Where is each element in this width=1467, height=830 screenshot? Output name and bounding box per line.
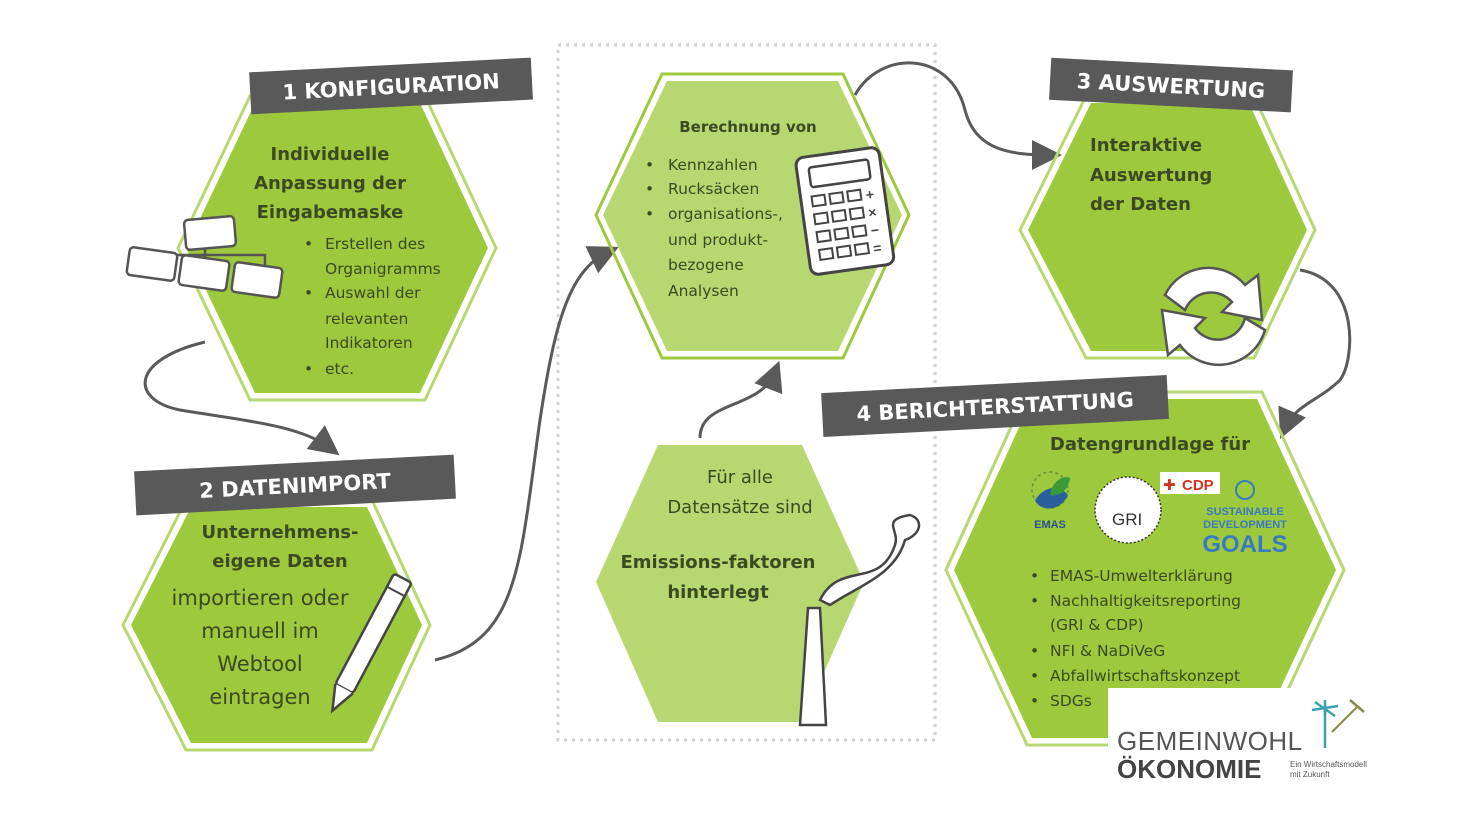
calc-content: Berechnung von • Kennzahlen • Rucksäcken •… bbox=[645, 118, 817, 300]
svg-text:Auswahl der: Auswahl der bbox=[325, 284, 421, 302]
refresh-icon bbox=[1160, 266, 1267, 367]
svg-text:DEVELOPMENT: DEVELOPMENT bbox=[1203, 519, 1287, 531]
svg-text:Ein Wirtschaftsmodell: Ein Wirtschaftsmodell bbox=[1290, 760, 1367, 769]
label-konfiguration: 1 KONFIGURATION bbox=[249, 57, 533, 115]
svg-text:Analysen: Analysen bbox=[668, 282, 739, 300]
svg-text:•: • bbox=[1030, 642, 1039, 660]
emas-logo: EMAS bbox=[1031, 471, 1070, 531]
svg-text:CDP: CDP bbox=[1182, 477, 1214, 494]
svg-text:der Daten: der Daten bbox=[1090, 194, 1191, 215]
org-chart-icon bbox=[125, 214, 284, 299]
hexagon-emissionen bbox=[596, 445, 864, 722]
step3-content: Interaktive Auswertung der Daten bbox=[1090, 135, 1212, 215]
svg-text:•: • bbox=[304, 360, 313, 378]
svg-text:•: • bbox=[1030, 567, 1039, 585]
svg-text:Individuelle: Individuelle bbox=[271, 144, 390, 165]
svg-text:GOALS: GOALS bbox=[1202, 531, 1287, 558]
arrow-calc-to-3 bbox=[853, 61, 1062, 170]
svg-text:•: • bbox=[304, 235, 313, 253]
svg-text:•: • bbox=[645, 205, 654, 223]
svg-text:NFI & NaDiVeG: NFI & NaDiVeG bbox=[1050, 642, 1165, 660]
svg-text:GEMEINWOHL: GEMEINWOHL bbox=[1117, 726, 1303, 756]
label-auswertung: 3 AUSWERTUNG bbox=[1049, 57, 1293, 113]
svg-text:Anpassung der: Anpassung der bbox=[254, 173, 406, 194]
svg-text:Abfallwirtschaftskonzept: Abfallwirtschaftskonzept bbox=[1050, 667, 1240, 685]
hexagon-berechnung bbox=[594, 72, 911, 360]
svg-text:Datensätze sind: Datensätze sind bbox=[667, 497, 812, 518]
gemeinwohl-oekonomie-logo: GEMEINWOHL ÖKONOMIE Ein Wirtschaftsmodel… bbox=[1108, 688, 1398, 798]
svg-text:+: + bbox=[865, 186, 875, 203]
svg-text:EMAS: EMAS bbox=[1034, 519, 1066, 531]
svg-text:×: × bbox=[867, 204, 877, 221]
pencil-icon bbox=[330, 573, 412, 714]
svg-text:•: • bbox=[645, 156, 654, 174]
step2-content: Unternehmens- eigene Daten importieren o… bbox=[172, 522, 359, 709]
svg-text:•: • bbox=[645, 180, 654, 198]
emissions-content: Für alle Datensätze sind Emissions-fakto… bbox=[620, 467, 815, 603]
svg-text:GRI: GRI bbox=[1112, 510, 1142, 529]
hexagon-konfiguration bbox=[176, 94, 498, 402]
label-berichterstattung: 4 BERICHTERSTATTUNG bbox=[821, 374, 1169, 438]
svg-text:Erstellen des: Erstellen des bbox=[325, 235, 425, 253]
svg-text:•: • bbox=[1030, 592, 1039, 610]
label-datenimport: 2 DATENIMPORT bbox=[134, 454, 456, 516]
svg-text:relevanten: relevanten bbox=[325, 310, 408, 328]
svg-text:ÖKONOMIE: ÖKONOMIE bbox=[1117, 754, 1261, 784]
svg-text:•: • bbox=[1030, 692, 1039, 710]
step1-content: Individuelle Anpassung der Eingabemaske … bbox=[254, 144, 441, 378]
svg-text:Interaktive: Interaktive bbox=[1090, 135, 1202, 156]
svg-text:etc.: etc. bbox=[325, 360, 354, 378]
svg-text:✚: ✚ bbox=[1163, 477, 1176, 494]
svg-text:SUSTAINABLE: SUSTAINABLE bbox=[1206, 506, 1283, 518]
svg-text:und produkt-: und produkt- bbox=[668, 231, 768, 249]
arrow-emissions-to-calc bbox=[698, 360, 783, 439]
svg-text:SDGs: SDGs bbox=[1050, 692, 1092, 710]
svg-text:manuell im: manuell im bbox=[201, 619, 319, 643]
gri-logo: GRI bbox=[1094, 476, 1162, 544]
svg-text:Organigramms: Organigramms bbox=[325, 260, 441, 278]
svg-text:organisations-,: organisations-, bbox=[668, 205, 783, 223]
arrow-2-to-calc bbox=[434, 246, 619, 662]
svg-text:Berechnung von: Berechnung von bbox=[679, 118, 817, 136]
svg-text:bezogene: bezogene bbox=[668, 256, 744, 274]
svg-text:−: − bbox=[870, 222, 880, 239]
svg-text:Indikatoren: Indikatoren bbox=[325, 334, 413, 352]
svg-text:eigene Daten: eigene Daten bbox=[212, 551, 347, 572]
svg-text:Emissions-faktoren: Emissions-faktoren bbox=[620, 552, 815, 573]
svg-text:Nachhaltigkeitsreporting: Nachhaltigkeitsreporting bbox=[1050, 592, 1241, 610]
svg-text:mit Zukunft: mit Zukunft bbox=[1290, 770, 1330, 779]
svg-text:(GRI & CDP): (GRI & CDP) bbox=[1050, 616, 1144, 634]
svg-text:EMAS-Umwelterklärung: EMAS-Umwelterklärung bbox=[1050, 567, 1233, 585]
svg-text:Für alle: Für alle bbox=[707, 467, 773, 488]
svg-text:Datengrundlage für: Datengrundlage für bbox=[1050, 434, 1250, 455]
svg-text:Eingabemaske: Eingabemaske bbox=[257, 202, 404, 223]
calculator-icon: + × − = bbox=[794, 146, 896, 276]
svg-text:Auswertung: Auswertung bbox=[1090, 165, 1212, 186]
svg-text:•: • bbox=[1030, 667, 1039, 685]
chimney-icon bbox=[798, 513, 921, 727]
svg-text:hinterlegt: hinterlegt bbox=[667, 582, 769, 603]
svg-text:•: • bbox=[304, 284, 313, 302]
svg-text:eintragen: eintragen bbox=[209, 685, 310, 709]
svg-text:importieren oder: importieren oder bbox=[172, 586, 349, 610]
cdp-logo: ✚ CDP bbox=[1160, 472, 1220, 494]
flow-arrows bbox=[143, 61, 1352, 662]
arrow-1-to-2 bbox=[143, 340, 340, 456]
step4-content: Datengrundlage für • EMAS-Umwelterklärung… bbox=[1030, 434, 1250, 710]
svg-text:Unternehmens-: Unternehmens- bbox=[202, 522, 359, 543]
svg-text:=: = bbox=[872, 239, 882, 256]
sdg-logo: SUSTAINABLE DEVELOPMENT GOALS bbox=[1202, 480, 1288, 558]
svg-text:Webtool: Webtool bbox=[217, 652, 303, 676]
svg-text:Rucksäcken: Rucksäcken bbox=[668, 180, 759, 198]
arrow-3-to-4 bbox=[1278, 268, 1352, 440]
svg-text:Kennzahlen: Kennzahlen bbox=[668, 156, 758, 174]
